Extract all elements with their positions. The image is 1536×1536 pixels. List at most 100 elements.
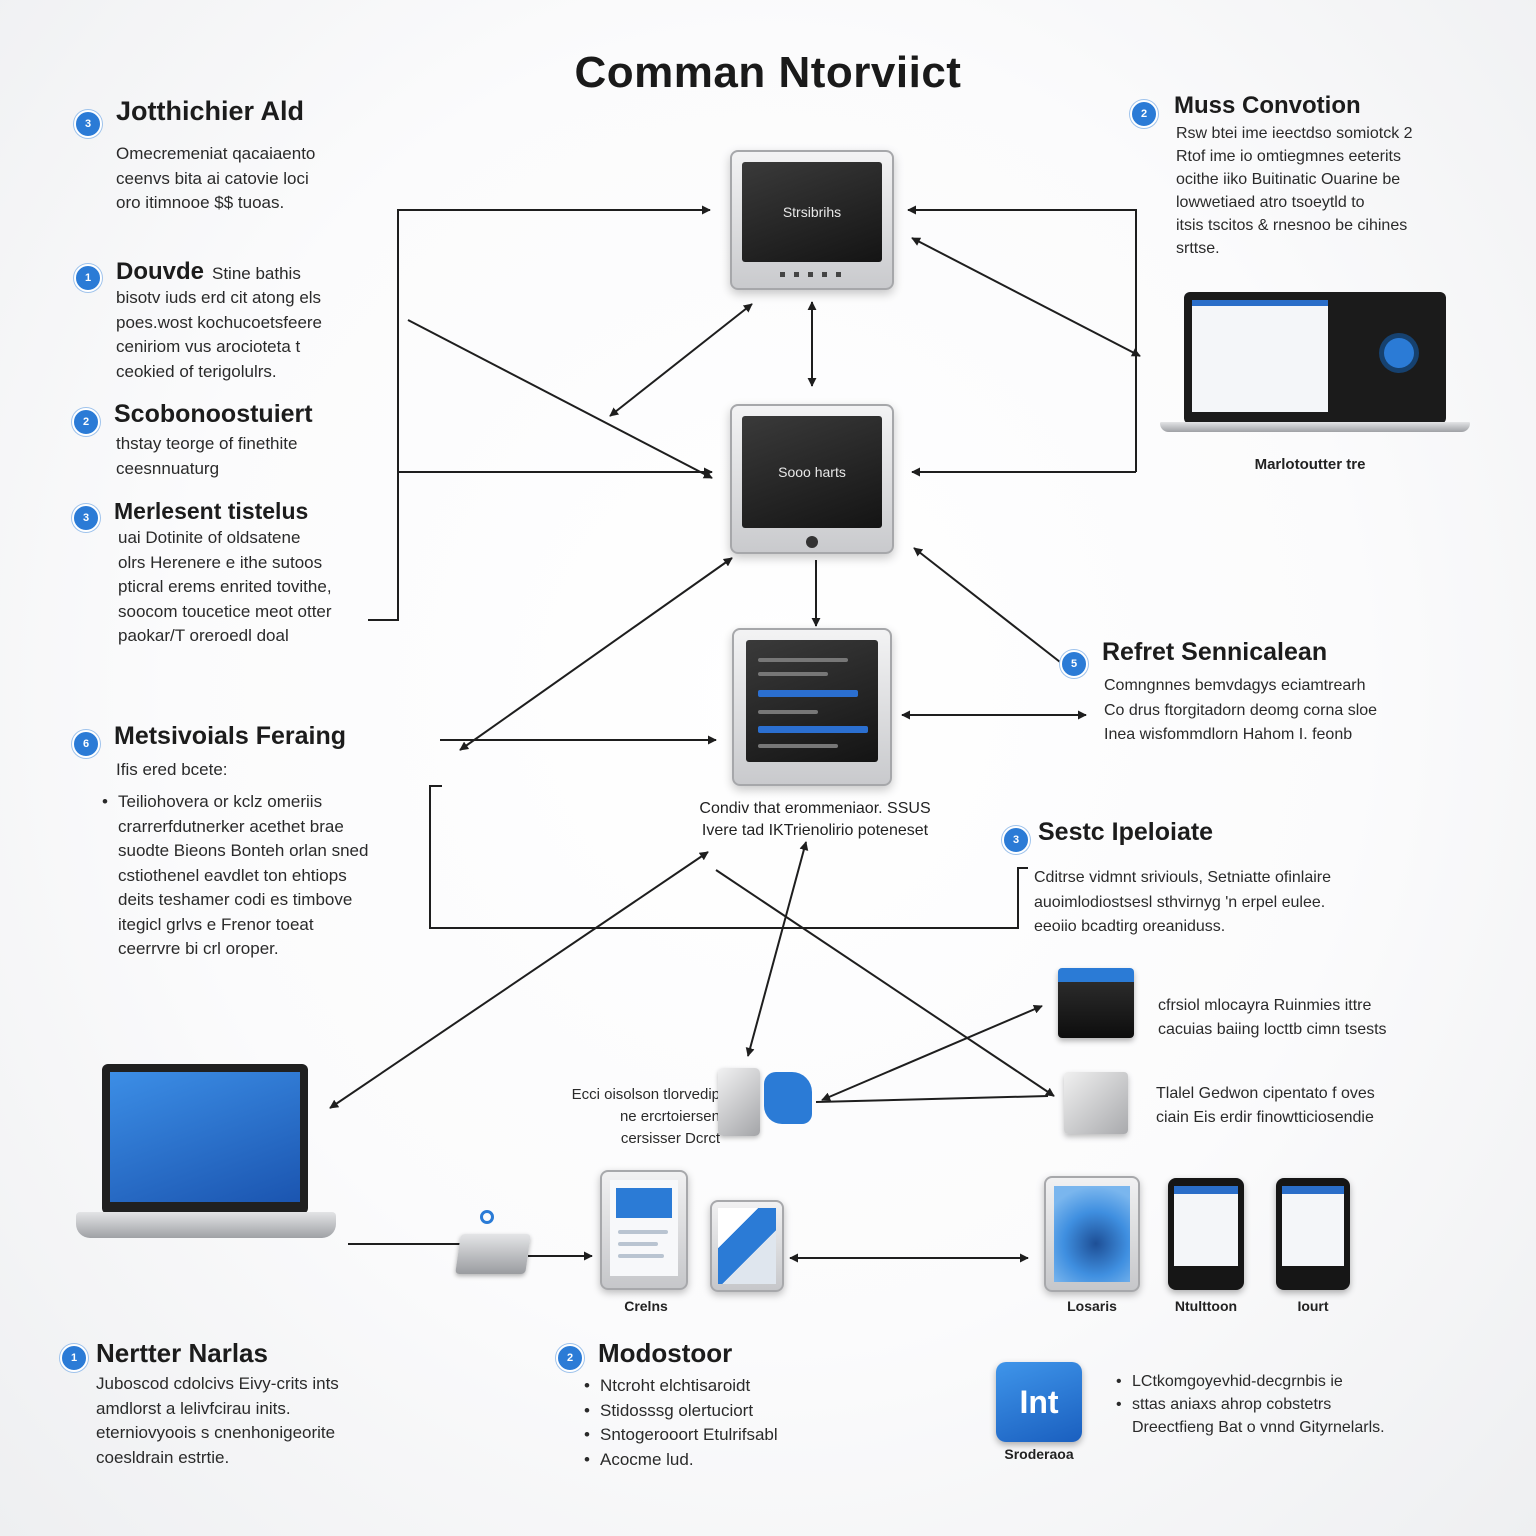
connector-bottom-bracket: [429, 785, 1028, 929]
body-line: Ecci oisolson tlorvedip: [571, 1086, 720, 1103]
bullet-item: LCtkomgoyevhid-decgrnbis ie: [1114, 1370, 1385, 1393]
phone-screen: [1174, 1186, 1238, 1266]
connector-box1: [821, 1005, 1043, 1101]
wifi-icon: [480, 1210, 494, 1224]
storage-box-text: Tlalel Gedwon cipentato f oves ciain Eis…: [1156, 1082, 1375, 1130]
body-line: pticral erems enrited tovithe,: [118, 577, 332, 596]
bullet-item: sttas aniaxs ahrop cobstetrs: [1114, 1393, 1385, 1416]
caption-line: Ivere tad IKTrienolirio poteneset: [701, 822, 929, 839]
body-line: cersisser Dcrct: [620, 1130, 720, 1147]
body-line: cfrsiol mlocayra Ruinmies ittre: [1158, 997, 1372, 1014]
body-line: poes.wost kochucoetsfeere: [116, 312, 323, 332]
page-title: Comman Ntorviict: [574, 48, 962, 97]
step-badge: 2: [1130, 100, 1158, 128]
locals-label: Losaris: [1067, 1298, 1117, 1314]
section-subtitle: Ifis ered bcete:: [116, 760, 228, 779]
connector-box2: [815, 1095, 1049, 1103]
circle-icon: [1384, 338, 1414, 368]
body-line: bisotv iuds erd cit atong els: [116, 288, 322, 307]
clients-label: Crelns: [624, 1298, 668, 1314]
body-line: Juboscod cdolcivs Eivy-crits ints: [96, 1374, 339, 1393]
body-line: oro itimnooe $$ tuoas.: [116, 193, 285, 212]
tablet-screen: [718, 1208, 776, 1284]
section-title-jotthichier: Jotthichier Ald: [116, 96, 305, 126]
tablet-device-right: [1044, 1176, 1140, 1292]
body-line: paokar/T oreroedl doal: [118, 626, 289, 645]
body-line: amdlorst a lelivfcirau inits.: [96, 1398, 291, 1418]
small-device-text: Ecci oisolson tlorvedip ne ercrtoiersen …: [560, 1084, 720, 1150]
body-line: ceesnnuaturg: [116, 458, 220, 478]
center-caption: Condiv that erommeniaor. SSUS Ivere tad …: [660, 798, 970, 842]
connector-mid-to-right: [913, 547, 1061, 663]
body-line: Rtof ime io omtiegmnes eeterits: [1176, 148, 1401, 165]
small-device-icon: [718, 1068, 760, 1136]
monitor-screen: Sooo harts: [742, 416, 882, 528]
bullet-item: Acocme lud.: [582, 1448, 778, 1473]
monitor-buttons: [780, 272, 846, 277]
body-line: eterniovyoois s cnenhonigeorite: [96, 1423, 336, 1442]
body-line: crarrerfdutnerker acethet brae: [118, 816, 344, 836]
body-line: Rsw btei ime ieectdso somiotck 2: [1176, 125, 1413, 142]
body-line: suodte Bieons Bonteh orlan sned: [118, 841, 369, 860]
section-title-metsivoials: Metsivoials Feraing: [114, 722, 347, 750]
body-line: Tlalel Gedwon cipentato f oves: [1156, 1085, 1375, 1102]
section-title-nertter: Nertter Narlas: [96, 1338, 268, 1368]
body-line: Comngnnes bemvdagys eciamtrearh: [1104, 677, 1366, 694]
body-line: auoimlodiostsesl sthvirnyg 'n erpel eule…: [1034, 893, 1326, 911]
laptop-base: [76, 1212, 336, 1238]
body-line: lowwetiaed atro tsoeytld to: [1176, 194, 1365, 211]
body-line: Inea wisfommdlorn Hahom I. feonb: [1104, 726, 1353, 743]
section-title-sestc: Sestc Ipeloiate: [1038, 818, 1214, 846]
phone-device-2: [1276, 1178, 1350, 1290]
body-line: itegicl grlvs e Frenor toeat: [118, 914, 314, 934]
section-title-douvde: Douvde: [116, 258, 205, 285]
body-line: ceenvs bita ai catovie loci: [116, 168, 309, 188]
body-line: ceokied of terigolulrs.: [116, 361, 277, 381]
bullet-item: Teiliohovera or kclz omeriis: [100, 790, 368, 815]
section-bullets: Teiliohovera or kclz omeriis crarrerfdut…: [100, 790, 368, 962]
body-line: cacuias baiing locttb cimn tsests: [1158, 1021, 1387, 1038]
top-monitor-device: Strsibrihs: [730, 150, 894, 290]
laptop-screen: [102, 1064, 308, 1214]
connector-laptop-diag: [329, 851, 709, 1109]
apple-logo-icon: [806, 536, 818, 548]
app-tile-label: Sroderaoa: [1004, 1446, 1074, 1462]
step-badge: 1: [74, 264, 102, 292]
step-badge: 3: [1002, 826, 1030, 854]
body-line: Dreectfieng Bat o vnnd Gityrnelarls.: [1132, 1419, 1385, 1436]
connector-phone-diag: [745, 841, 809, 1057]
laptop-screen: [1184, 292, 1446, 424]
section-body: Juboscod cdolcivs Eivy-crits ints amdlor…: [96, 1372, 339, 1470]
body-line: coesldrain estrtie.: [96, 1447, 230, 1467]
drive-icon: [455, 1234, 531, 1274]
body-line: Omecremeniat qacaiaento: [116, 144, 316, 163]
body-line: ne ercrtoiersen: [619, 1108, 720, 1125]
mutoon-label: Ntulttoon: [1174, 1298, 1238, 1314]
section-body: Comngnnes bemvdagys eciamtrearh Co drus …: [1104, 674, 1377, 748]
step-badge: 3: [74, 110, 102, 138]
caption-line: Condiv that erommeniaor. SSUS: [699, 800, 931, 817]
body-line: olrs Herenere e ithe sutoos: [118, 552, 323, 572]
section-title-muss-convotion: Muss Convotion: [1174, 92, 1361, 119]
body-line: ciain Eis erdir finowtticiosendie: [1156, 1109, 1374, 1126]
server-box-icon: [1058, 968, 1134, 1038]
laptop-base: [1160, 422, 1470, 432]
section-body: Stine bathis: [212, 264, 301, 283]
tablet-screen: [1054, 1186, 1130, 1282]
left-laptop-device: [76, 1064, 336, 1246]
connector-mid-to-left: [459, 557, 733, 751]
body-line: Co drus ftorgitadorn deomg corna sloe: [1104, 701, 1378, 719]
phone-screen: [1282, 1186, 1344, 1266]
app-tile-bullets: LCtkomgoyevhid-decgrnbis ie sttas aniaxs…: [1114, 1370, 1385, 1439]
body-line: itsis tscitos & rnesnoo be cihines: [1176, 217, 1408, 234]
step-badge: 2: [556, 1344, 584, 1372]
section-title-refret: Refret Sennicalean: [1102, 638, 1328, 666]
body-line: cstiothenel eavdlet ton ehtiops: [118, 865, 347, 885]
tablet-device-small: [710, 1200, 784, 1292]
section-title-modostoor: Modostoor: [598, 1338, 733, 1368]
laptop-window: [1192, 300, 1328, 412]
tablet-device: [600, 1170, 688, 1290]
blue-cloud-icon: [764, 1072, 812, 1124]
section-bullets: Ntcroht elchtisaroidt Stidosssg olertuci…: [582, 1374, 778, 1472]
